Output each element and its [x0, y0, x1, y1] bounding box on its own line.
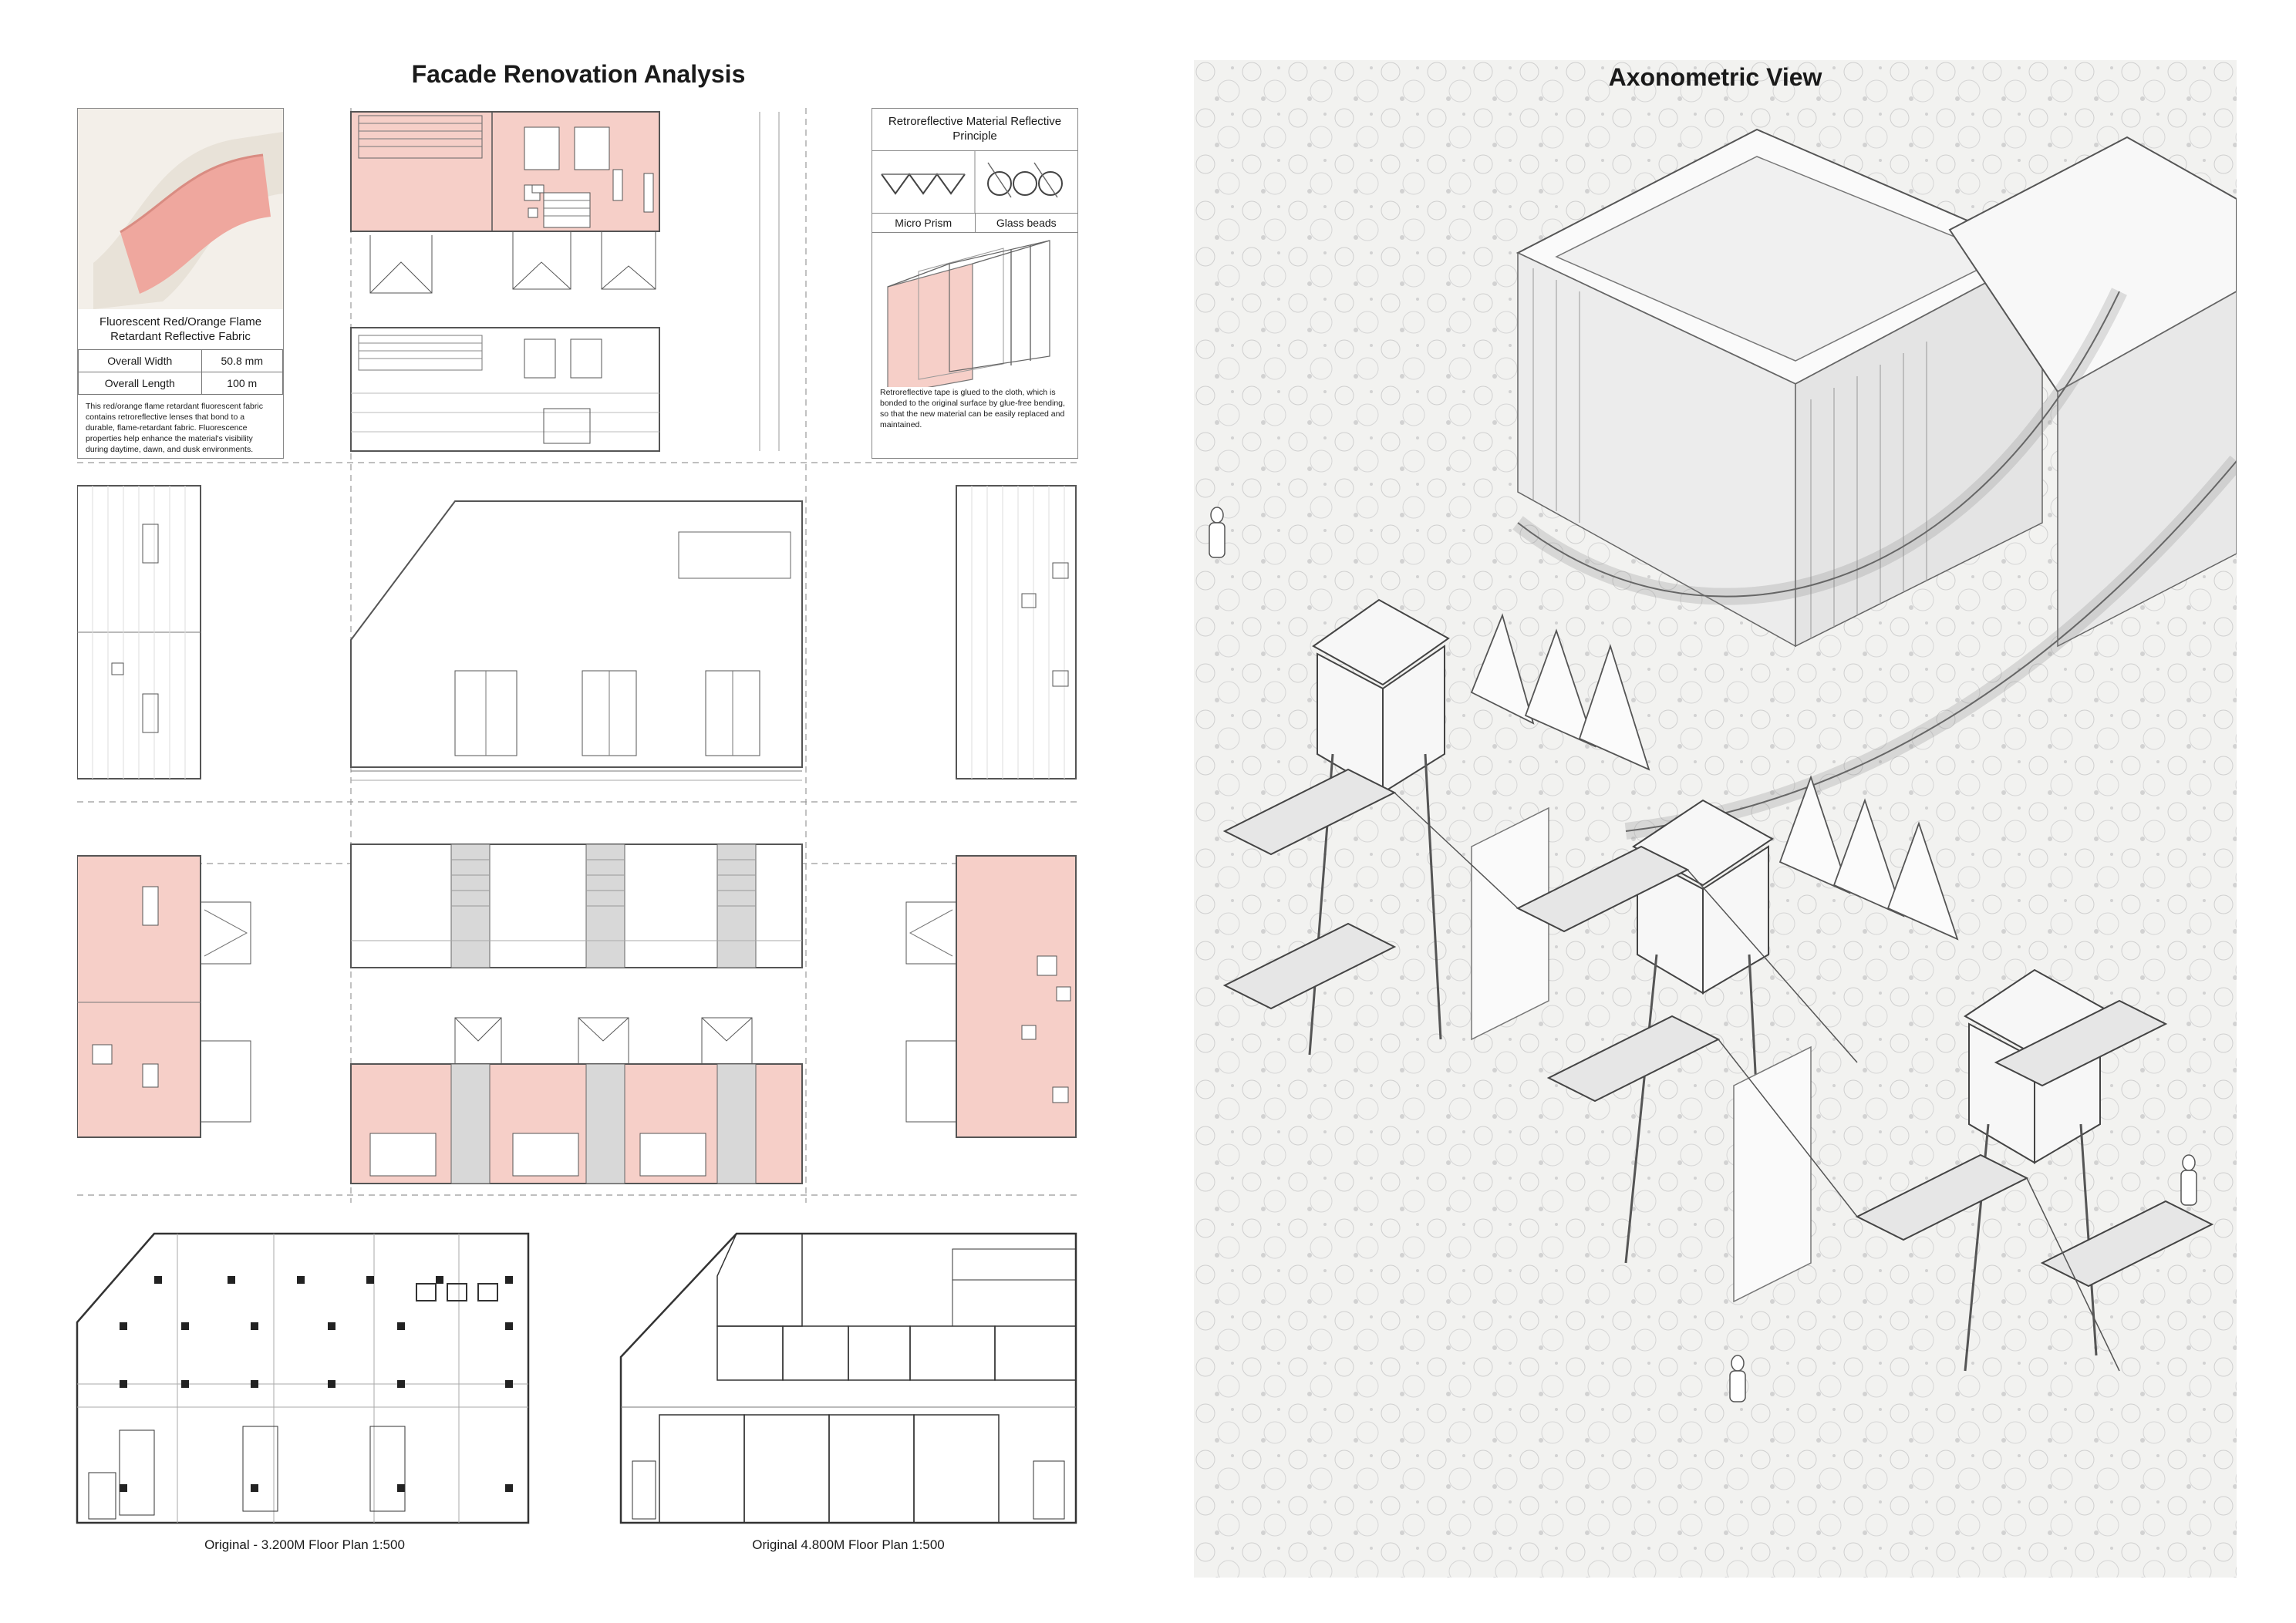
fabric-panel: Fluorescent Red/Orange Flame Retardant R…	[77, 108, 284, 459]
centre-elevations	[350, 500, 803, 1184]
fabric-spec-table: Overall Width 50.8 mm Overall Length 100…	[78, 349, 283, 395]
spec-label: Overall Length	[78, 371, 202, 395]
principle-panel: Retroreflective Material Reflective Prin…	[872, 108, 1078, 459]
layer-diagram	[887, 239, 1050, 387]
glass-beads-label: Glass beads	[996, 216, 1057, 229]
axonometric-panel	[1194, 60, 2237, 1578]
spec-label: Overall Width	[78, 349, 202, 372]
micro-prism-label: Micro Prism	[872, 213, 976, 232]
principle-description: Retroreflective tape is glued to the clo…	[880, 387, 1065, 430]
floor-plan-1	[76, 1232, 530, 1524]
fabric-name: Fluorescent Red/Orange Flame Retardant R…	[99, 315, 262, 343]
fabric-description: This red/orange flame retardant fluoresc…	[86, 401, 263, 455]
fabric-ribbon-image	[78, 109, 283, 309]
table-row: Overall Width 50.8 mm	[78, 349, 283, 372]
spec-value: 100 m	[201, 371, 283, 395]
left-side-elevations	[77, 485, 251, 1138]
floor-plan-1-caption: Original - 3.200M Floor Plan 1:500	[204, 1537, 405, 1552]
right-sheet-title: Axonometric View	[1608, 63, 1822, 91]
floor-plan-2	[619, 1232, 1077, 1524]
floor-plan-2-caption: Original 4.800M Floor Plan 1:500	[752, 1537, 945, 1552]
principle-title: Retroreflective Material Reflective Prin…	[872, 109, 1077, 151]
principle-diagram	[881, 150, 1063, 213]
top-elevations	[350, 111, 780, 452]
right-side-elevations	[905, 485, 1077, 1138]
axonometric-drawing	[1194, 60, 2237, 1578]
spec-value: 50.8 mm	[201, 349, 283, 372]
table-row: Overall Length 100 m	[78, 371, 283, 395]
left-sheet-title: Facade Renovation Analysis	[411, 60, 746, 88]
